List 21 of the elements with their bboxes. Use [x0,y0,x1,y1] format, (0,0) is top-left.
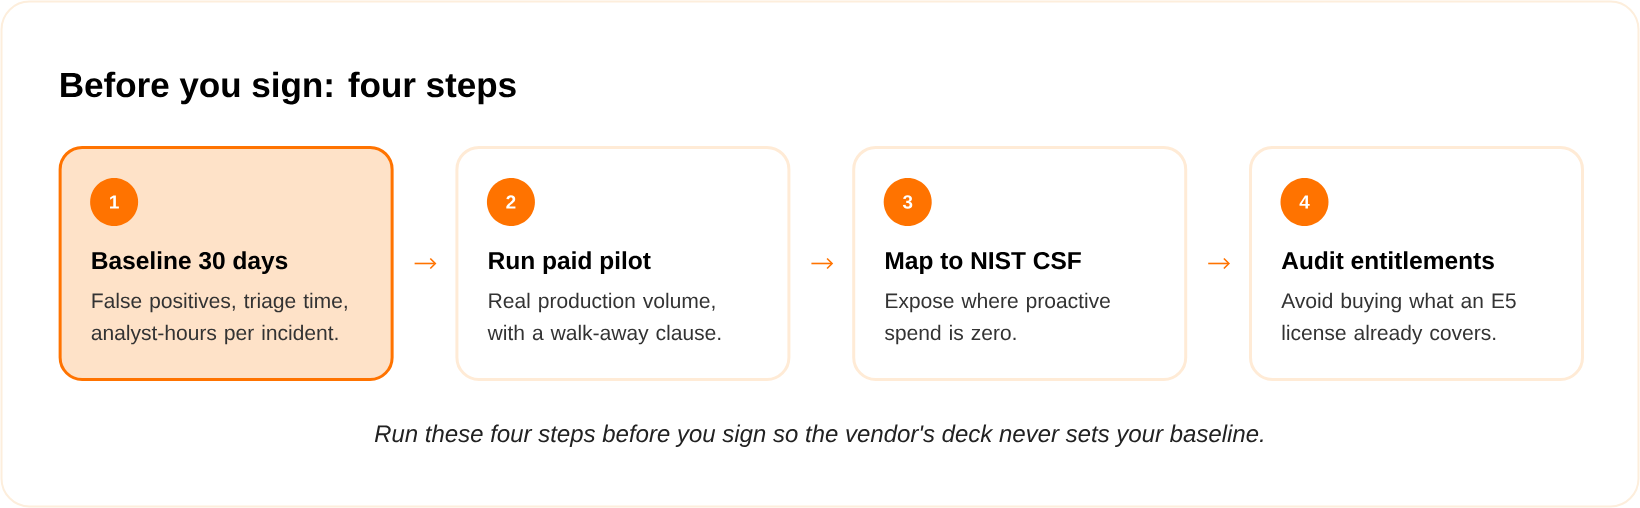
step-description: Expose where proactive spend is zero. [885,292,1110,345]
arrow [810,257,834,270]
arrow [1207,257,1230,270]
number-badge: 1 [90,178,139,226]
step-title: Run paid pilot [489,251,651,275]
step-title: Map to NIST CSF [886,251,1081,275]
step-description: Avoid buying what an E5 license already covers. [1281,292,1516,345]
step-description: False positives, triage time, analyst-hours per incident. [91,292,347,345]
step-card [852,146,1188,381]
step-card [455,146,791,381]
number-badge: 4 [1280,178,1329,226]
step-title: Baseline 30 days [92,251,288,275]
number-badge: 2 [486,178,535,226]
caption: Run these four steps before you sign so the vendor's deck never sets your baseline. [374,424,1263,447]
title: Before you sign: four steps [61,71,516,105]
step-title: Audit entitlements [1281,251,1494,270]
number-badge: 3 [883,178,932,226]
step-card [1249,146,1584,381]
step-card [58,146,394,381]
arrow [413,257,437,270]
step-description: Real production volume, with a walk-away clause. [487,292,721,345]
